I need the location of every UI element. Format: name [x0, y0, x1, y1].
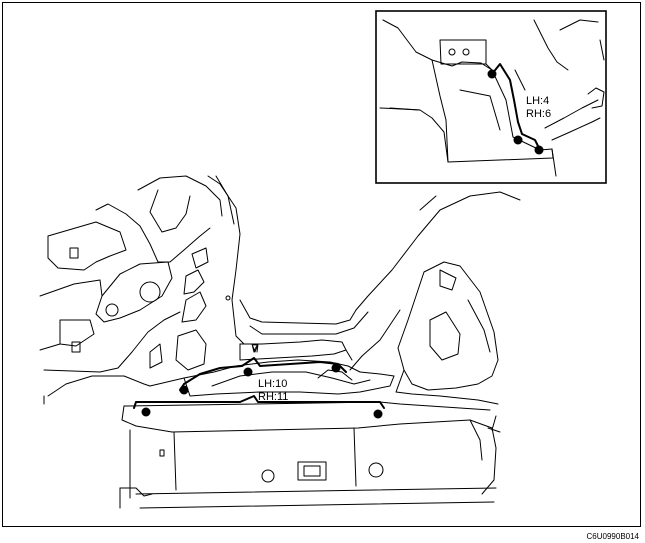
main-label-lh: LH:10: [258, 378, 287, 390]
figure-frame: [2, 2, 641, 527]
main-label-rh: RH:11: [258, 391, 288, 403]
main-drawing: 7 LH:10 RH:11: [39, 175, 521, 509]
figure-code: C6U0990B014: [586, 532, 639, 541]
inset-label-lh: LH:4: [526, 95, 549, 107]
inset-label-rh: RH:6: [526, 108, 551, 120]
inset-detail: LH:4 RH:6: [375, 10, 607, 184]
bracket-count-label: 7: [252, 343, 258, 355]
